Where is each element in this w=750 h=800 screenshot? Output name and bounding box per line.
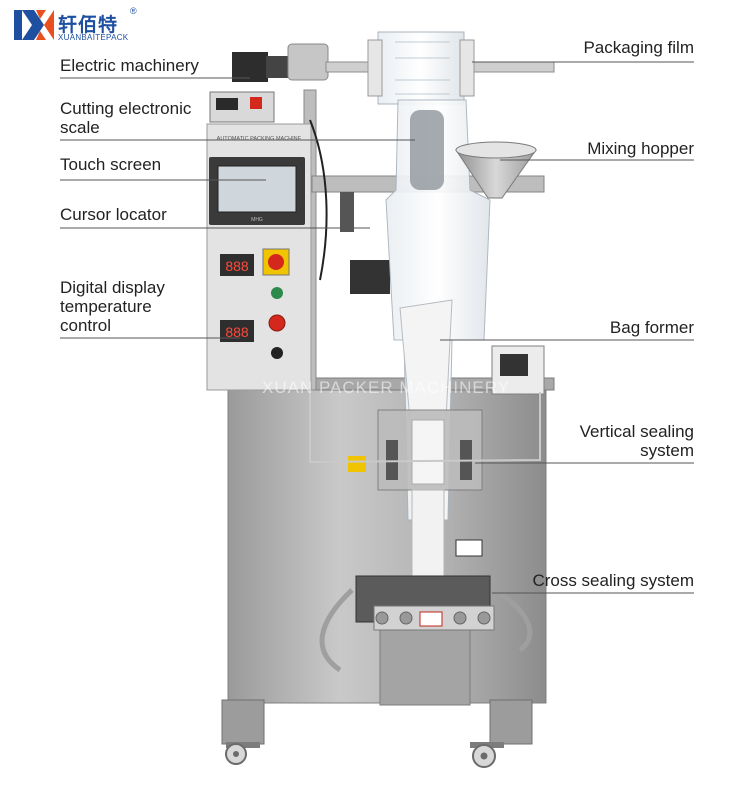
screen-brand: MHG: [251, 217, 263, 223]
label-cross-sealing-system: Cross sealing system: [532, 571, 694, 590]
brand-logo-mark-icon: [14, 10, 54, 40]
black-button-icon: [271, 347, 283, 359]
label-electric-machinery: Electric machinery: [60, 56, 199, 75]
film-roll: [377, 31, 465, 105]
label-bag-former: Bag former: [609, 318, 694, 337]
cross-seal-warning-icon: [419, 611, 443, 627]
panel-title: AUTOMATIC PACKING MACHINE: [217, 136, 302, 142]
brand-name-en: XUANBAITEPACK: [58, 33, 129, 42]
cable-left: [319, 588, 354, 673]
temperature-display-top: 888: [220, 254, 254, 276]
brand-name-cn: 轩佰特: [58, 14, 119, 36]
label-vertical-line1: Vertical sealing: [579, 422, 694, 441]
label-vertical-line2: system: [640, 441, 694, 460]
electric-motor: [232, 52, 268, 82]
caster-right-icon: [470, 742, 504, 768]
leader-lines: [60, 61, 694, 594]
label-digital-display-temperature-control: Digital display temperature control: [60, 278, 165, 335]
brand-registered-mark: ®: [130, 6, 137, 16]
base-foot-left: [221, 699, 265, 745]
caster-left-icon: [225, 742, 260, 765]
green-indicator-icon: [271, 287, 283, 299]
label-digital-line3: control: [60, 316, 112, 335]
label-cursor-locator: Cursor locator: [60, 205, 167, 224]
cable-top: [309, 119, 328, 281]
brand-logo: 轩佰特 ® XUANBAITEPACK: [14, 6, 174, 48]
base-foot-right: [489, 699, 533, 745]
label-packaging-film: Packaging film: [583, 38, 694, 57]
temp-display-top-readout: 888: [225, 258, 249, 274]
fill-tube: [410, 110, 444, 190]
label-digital-line1: Digital display: [60, 278, 165, 297]
label-touch-screen: Touch screen: [60, 155, 162, 174]
motor-gearbox: [287, 43, 329, 81]
label-cutting-line2: scale: [60, 118, 100, 137]
touch-screen-display: [217, 165, 297, 213]
red-button-icon: [268, 314, 286, 332]
label-cutting-electronic-scale: Cutting electronic scale: [60, 99, 191, 137]
guard-rail: [309, 392, 541, 464]
watermark-text: XUAN PACKER MACHINERY: [262, 378, 511, 397]
cable-right: [496, 589, 533, 652]
label-cutting-line1: Cutting electronic: [60, 99, 192, 118]
warning-sticker-icon: [348, 456, 366, 472]
temp-display-bottom-readout: 888: [225, 324, 249, 340]
dosing-motor: [350, 260, 390, 294]
label-digital-line2: temperature: [60, 297, 152, 316]
label-vertical-sealing-system: Vertical sealing system: [520, 422, 694, 460]
emergency-stop-icon: [262, 248, 290, 276]
temperature-display-bottom: 888: [220, 320, 254, 342]
warning-label-icon: [455, 539, 483, 557]
label-mixing-hopper: Mixing hopper: [587, 139, 694, 158]
scale-switch-icon: [250, 97, 262, 109]
